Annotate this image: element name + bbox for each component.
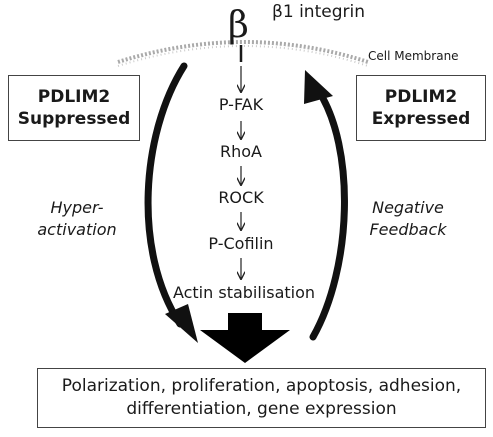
right-curved-arrow: [309, 86, 348, 341]
pdlim2-suppressed-box: PDLIM2 Suppressed: [8, 75, 140, 141]
step-rhoa: RhoA: [220, 142, 262, 161]
negative-feedback-line2: Feedback: [369, 220, 447, 240]
negative-feedback-label: Negative Feedback: [358, 197, 458, 242]
beta-symbol: β: [228, 5, 249, 46]
step-pcofilin: P-Cofilin: [208, 234, 274, 253]
left-curved-arrowhead: [165, 304, 198, 343]
cell-membrane-label: Cell Membrane: [368, 49, 459, 63]
cell-membrane-inner: [117, 45, 369, 67]
step-pfak: P-FAK: [218, 95, 264, 114]
step-rock: ROCK: [218, 188, 264, 207]
pdlim2-suppressed-line1: PDLIM2: [37, 86, 111, 107]
big-down-arrow: [200, 313, 290, 363]
negative-feedback-line1: Negative: [372, 198, 444, 217]
left-curved-arrow: [144, 62, 188, 328]
hyper-activation-label: Hyper- activation: [22, 197, 132, 242]
step-actin-stabilisation: Actin stabilisation: [172, 283, 316, 302]
hyper-activation-line2: activation: [37, 220, 117, 240]
right-curved-arrowhead: [304, 70, 333, 104]
hyper-activation-line1: Hyper-: [50, 198, 104, 217]
outcome-box: Polarization, proliferation, apoptosis, …: [37, 368, 486, 428]
integrin-label: β1 integrin: [272, 2, 365, 22]
pdlim2-expressed-line2: Expressed: [371, 109, 471, 129]
outcome-line1: Polarization, proliferation, apoptosis, …: [61, 376, 462, 397]
pdlim2-suppressed-line2: Suppressed: [17, 109, 131, 129]
pdlim2-expressed-line1: PDLIM2: [384, 86, 458, 107]
outcome-line2: differentiation, gene expression: [126, 399, 397, 419]
cell-membrane: [117, 40, 369, 64]
pdlim2-expressed-box: PDLIM2 Expressed: [356, 75, 486, 141]
